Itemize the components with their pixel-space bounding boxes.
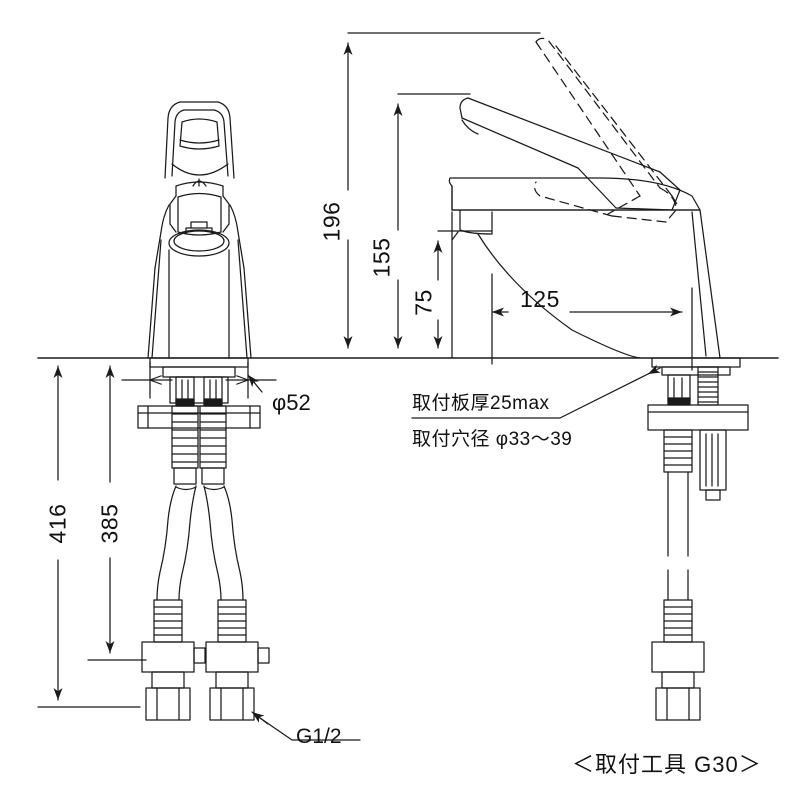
side-view-mounting-hardware (647, 357, 749, 721)
dimension-label-155: 155 (368, 237, 395, 278)
dimension-label-416: 416 (44, 503, 71, 544)
dimension-385 (87, 365, 147, 661)
note-deck-thickness: 取付板厚25max (412, 393, 550, 414)
dimension-label-125: 125 (520, 286, 560, 312)
leader-line-phi52 (247, 374, 263, 393)
lever-handle-raised-phantom (534, 37, 679, 223)
note-hole-diameter: 取付穴径 φ33〜39 (412, 429, 573, 450)
front-view-mounting-hardware (137, 357, 261, 485)
front-view-faucet (147, 101, 252, 359)
lever-handle-lowered (459, 97, 681, 211)
dimension-label-75: 75 (410, 289, 437, 316)
dimension-416 (37, 365, 141, 708)
side-view-faucet (448, 37, 721, 359)
note-thread-g12: G1/2 (296, 725, 342, 748)
dimension-label-phi52: φ52 (272, 390, 311, 415)
dimension-label-196: 196 (318, 201, 345, 242)
leader-line-deck-note (411, 364, 661, 419)
dimension-label-385: 385 (96, 503, 123, 544)
supply-hoses-front-view (141, 485, 270, 721)
dimension-155 (393, 93, 471, 349)
dimension-75 (433, 230, 493, 349)
dimension-196 (343, 32, 541, 349)
dimension-125 (491, 273, 693, 371)
drawing-caption: ＜取付工具 G30＞ (572, 752, 762, 777)
leader-line-g12 (251, 711, 361, 741)
dimension-phi52 (121, 361, 277, 399)
